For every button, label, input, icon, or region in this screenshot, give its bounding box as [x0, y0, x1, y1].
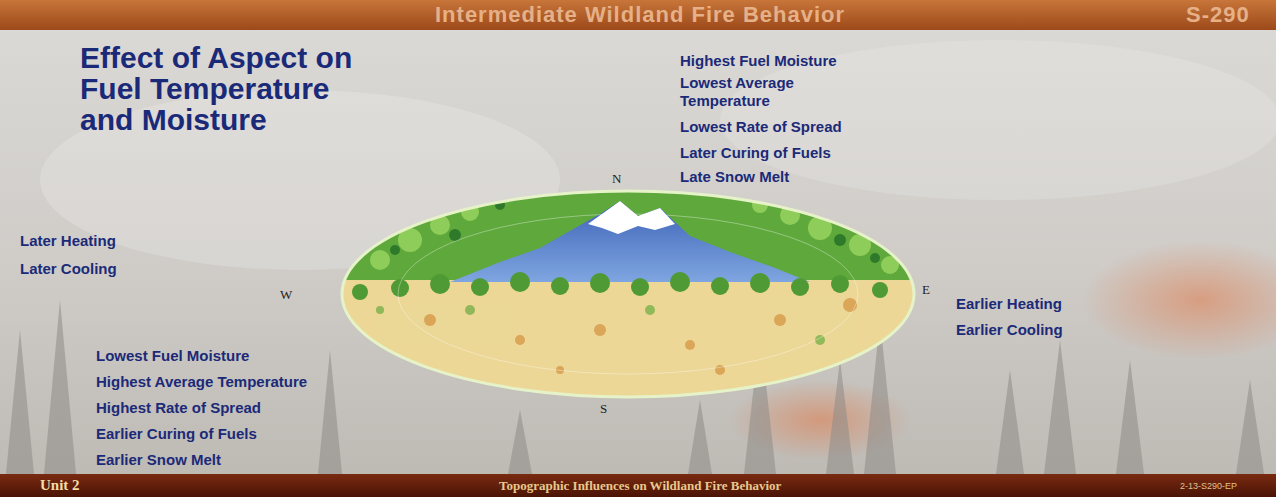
south-effect: Highest Average Temperature: [96, 373, 307, 391]
east-effect: Earlier Cooling: [956, 321, 1063, 339]
header-text: Intermediate Wildland Fire Behavior: [435, 2, 845, 28]
compass-letter: W: [280, 288, 292, 302]
compass-letter: S: [600, 402, 607, 416]
west-effect: Later Cooling: [20, 260, 117, 278]
south-effect: Earlier Snow Melt: [96, 451, 221, 469]
north-effect: Lowest Rate of Spread: [680, 118, 842, 136]
north-effect: Late Snow Melt: [680, 168, 789, 186]
slide-code: 2-13-S290-EP: [1180, 480, 1237, 492]
course-code: S-290: [1186, 2, 1250, 28]
south-effect: Highest Rate of Spread: [96, 399, 261, 417]
south-effect: Lowest Fuel Moisture: [96, 347, 249, 365]
unit-number: Unit 2: [40, 476, 80, 494]
unit-title: Topographic Influences on Wildland Fire …: [499, 478, 781, 494]
compass-letter: E: [922, 283, 930, 297]
west-effect: Later Heating: [20, 232, 116, 250]
south-effect: Earlier Curing of Fuels: [96, 425, 257, 443]
slide-title: Effect of Aspect on Fuel Temperature and…: [80, 42, 355, 135]
north-effect: Highest Fuel Moisture: [680, 52, 837, 70]
east-effect: Earlier Heating: [956, 295, 1062, 313]
north-effect: Lowest Average Temperature: [680, 74, 840, 110]
north-effect: Later Curing of Fuels: [680, 144, 831, 162]
compass-letter: N: [612, 172, 621, 186]
